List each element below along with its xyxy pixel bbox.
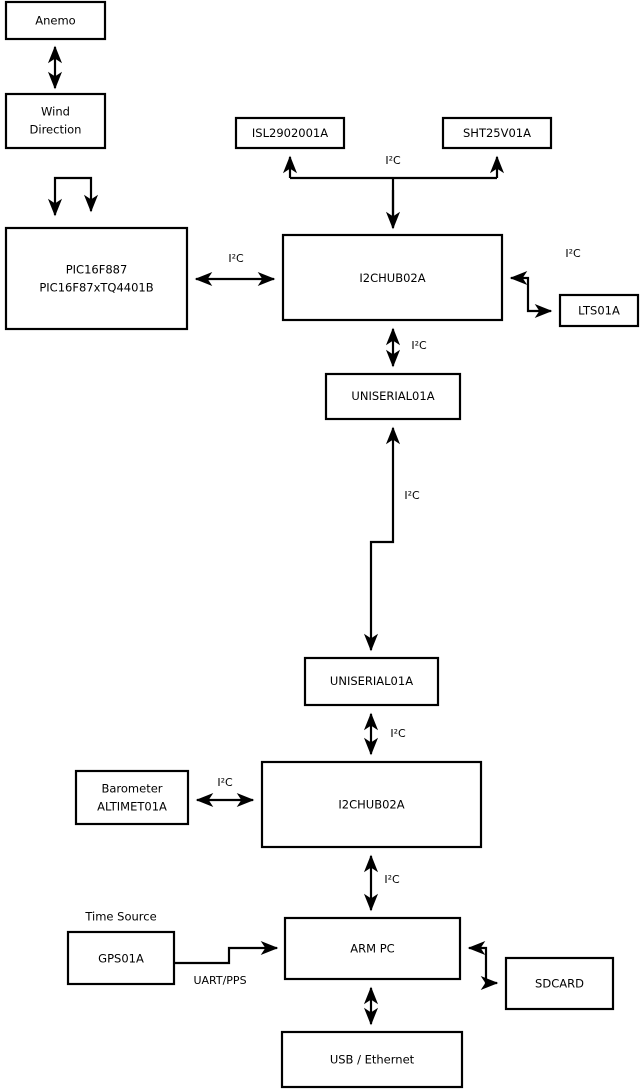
block-wind-direction[interactable]: Wind Direction (4, 92, 107, 150)
block-label-uniserial01a-2: UNISERIAL01A (330, 674, 413, 688)
connector-armpc-sdcard (467, 940, 499, 991)
edge-label-hub-sensors: I²C (385, 154, 401, 167)
block-i2chub02a-bottom[interactable]: I2CHUB02A (260, 760, 483, 849)
block-gps01a[interactable]: GPS01A (66, 930, 176, 986)
block-label-sht25v01a: SHT25V01A (463, 126, 531, 140)
block-pic16f887[interactable]: PIC16F887 PIC16F87xTQ4401B (4, 226, 189, 331)
block-label-wind-direction-line2: Direction (30, 123, 82, 137)
block-i2chub02a-top[interactable]: I2CHUB02A (281, 233, 504, 322)
connector-i2chub-top-uniserial-1: I²C (385, 327, 427, 368)
block-label-barometer-line1: Barometer (101, 782, 162, 796)
block-arm-pc[interactable]: ARM PC (283, 916, 462, 981)
edge-label-uniserial2-hub: I²C (390, 727, 406, 740)
connector-barometer-i2chub-bottom: I²C (195, 776, 255, 808)
block-uniserial01a-2[interactable]: UNISERIAL01A (303, 656, 440, 707)
edge-label-hub-armpc: I²C (384, 873, 400, 886)
block-sdcard[interactable]: SDCARD (504, 956, 615, 1011)
edge-label-gps-armpc: UART/PPS (193, 974, 246, 987)
block-label-barometer-line2: ALTIMET01A (97, 800, 167, 814)
connector-uniserial2-i2chub-bottom: I²C (363, 712, 406, 756)
connector-uniserial1-uniserial2: I²C (363, 426, 420, 652)
block-label-i2chub02a-top: I2CHUB02A (359, 271, 425, 285)
block-uniserial01a-1[interactable]: UNISERIAL01A (324, 372, 462, 421)
edge-label-pic-hub: I²C (228, 252, 244, 265)
block-label-pic-line1: PIC16F887 (66, 263, 128, 277)
block-label-arm-pc: ARM PC (350, 942, 394, 956)
block-barometer-altimet01a[interactable]: Barometer ALTIMET01A (74, 769, 190, 826)
connector-i2chub-bottom-armpc: I²C (363, 854, 400, 912)
block-label-pic-line2: PIC16F87xTQ4401B (39, 281, 153, 295)
block-usb-ethernet[interactable]: USB / Ethernet (280, 1030, 464, 1089)
block-lts01a[interactable]: LTS01A (558, 293, 640, 328)
block-label-usb-ethernet: USB / Ethernet (330, 1053, 415, 1067)
block-label-i2chub02a-bottom: I2CHUB02A (338, 798, 404, 812)
block-sht25v01a[interactable]: SHT25V01A (441, 116, 553, 150)
block-label-uniserial01a-1: UNISERIAL01A (351, 389, 434, 403)
edge-label-uniserial-link: I²C (404, 489, 420, 502)
edge-label-barometer-hub: I²C (217, 776, 233, 789)
edge-label-hub-lts: I²C (565, 247, 581, 260)
block-label-anemo: Anemo (35, 14, 75, 28)
label-time-source: Time Source (84, 910, 156, 924)
block-label-wind-direction-line1: Wind (41, 105, 70, 119)
block-label-lts01a: LTS01A (578, 304, 620, 318)
block-label-isl2902001a: ISL2902001A (252, 126, 328, 140)
connector-i2chub-top-lts: I²C (509, 247, 581, 319)
block-label-sdcard: SDCARD (535, 977, 584, 991)
connector-pic-wind-direction (47, 176, 99, 217)
block-anemo[interactable]: Anemo (4, 0, 107, 41)
edge-label-hub-uniserial1: I²C (411, 339, 427, 352)
block-label-gps01a: GPS01A (98, 952, 144, 966)
connector-pic-i2chub-top: I²C (194, 252, 276, 287)
connector-gps-armpc: UART/PPS (174, 940, 279, 987)
connector-i2chub-top-sensor-bus: I²C (282, 154, 505, 230)
block-isl2902001a[interactable]: ISL2902001A (234, 116, 346, 150)
